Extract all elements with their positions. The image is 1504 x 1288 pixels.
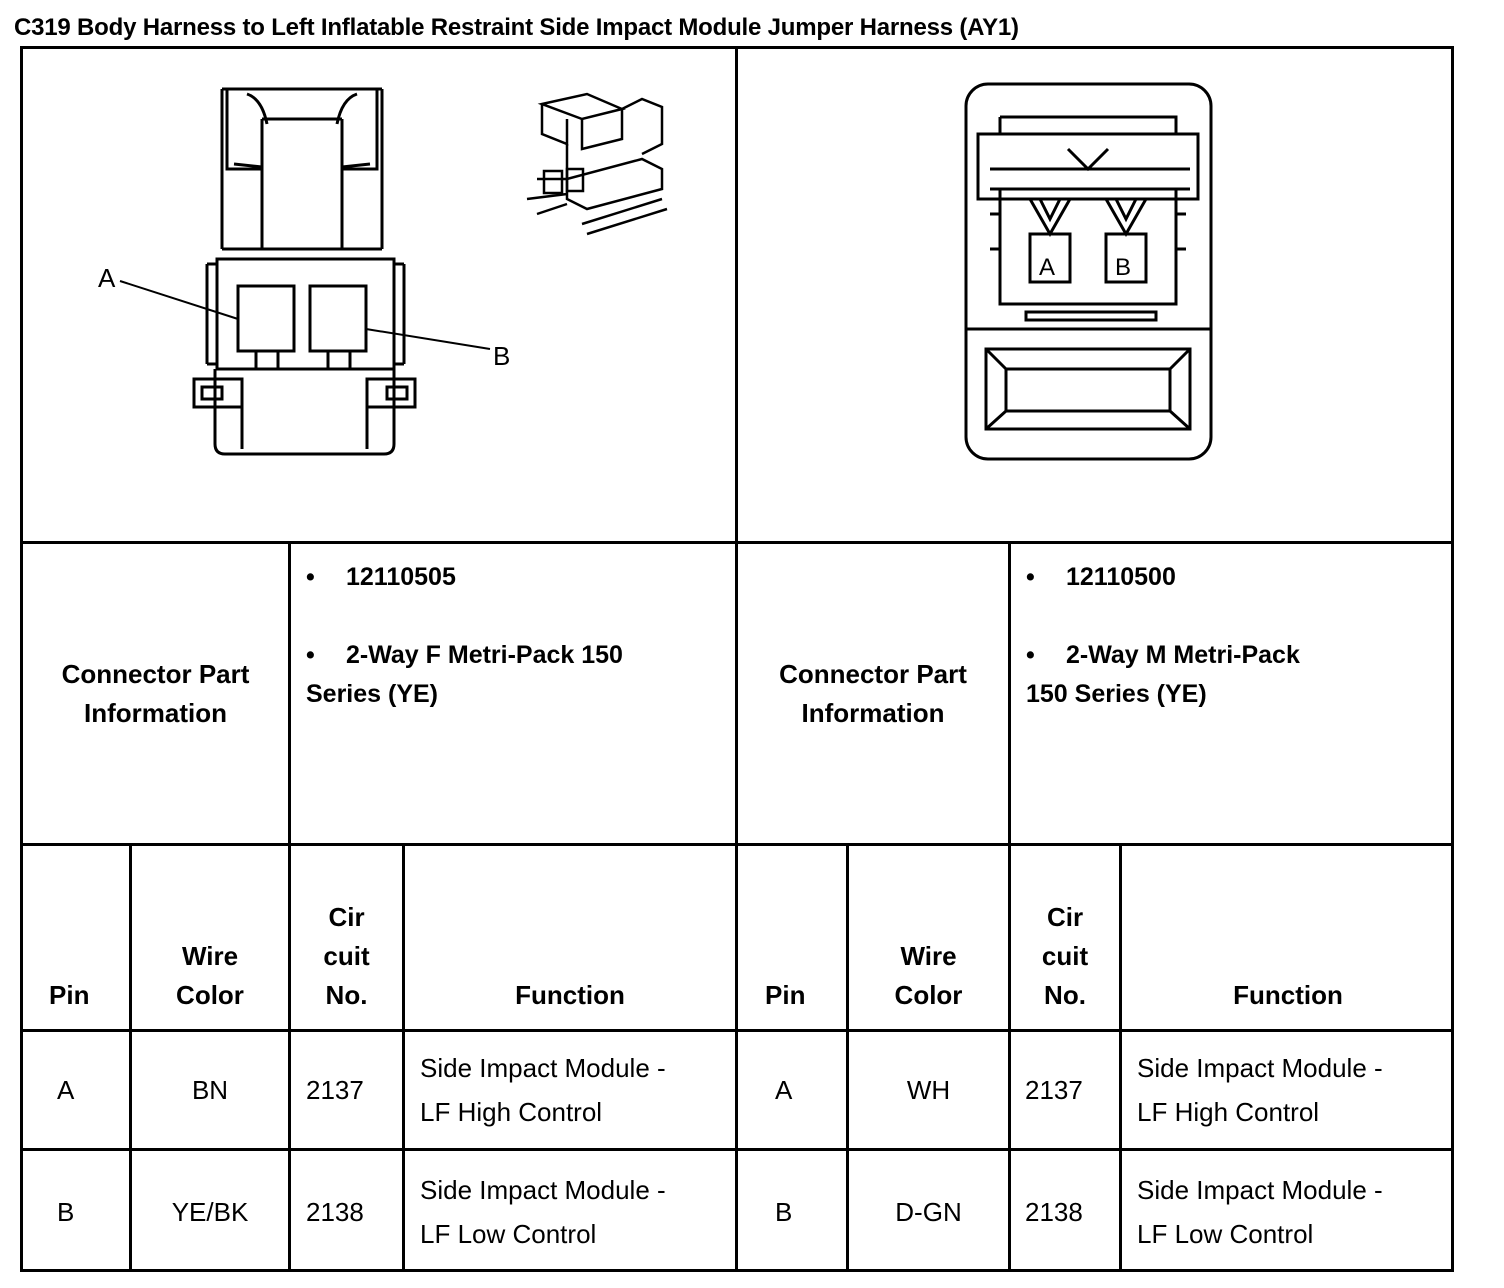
right-header-wire-color: Wire Color: [894, 941, 963, 1010]
right-header-function: Function: [1233, 980, 1343, 1010]
right-connector-description: •2-Way M Metri-Pack 150 Series (YE): [1026, 641, 1300, 708]
right-row-b-function: Side Impact Module -LF Low Control: [1137, 1174, 1383, 1249]
right-row-a-pin: A: [775, 1075, 793, 1105]
right-info-divider: [1008, 541, 1011, 1272]
info-row-divider: [20, 843, 1454, 846]
left-row-b-pin: B: [57, 1196, 75, 1227]
male-connector-face-drawing: A B: [964, 82, 1213, 461]
left-header-pin: Pin: [49, 980, 90, 1010]
left-header-wire-color: Wire Color: [176, 941, 244, 1010]
left-row-b-circuit: 2138: [306, 1196, 364, 1227]
row-a-divider: [20, 1148, 1454, 1151]
left-header-function: Function: [515, 980, 625, 1010]
page-title: C319 Body Harness to Left Inflatable Res…: [14, 14, 1019, 41]
right-row-a-color: WH: [906, 1075, 951, 1105]
right-row-a-function: Side Impact Module -LF High Control: [1137, 1053, 1383, 1127]
header-row-divider: [20, 1029, 1454, 1032]
right-part-number: •12110500: [1026, 563, 1176, 591]
right-row-b-circuit: 2138: [1025, 1196, 1083, 1227]
female-pin-a-callout: A: [98, 263, 116, 293]
right-header-pin: Pin: [765, 980, 806, 1010]
left-pin-divider: [129, 843, 132, 1272]
left-row-a-pin: A: [57, 1075, 75, 1105]
center-divider: [735, 46, 738, 1272]
right-circuit-divider: [1119, 843, 1122, 1272]
right-header-circuit: Cir cuit No.: [1041, 902, 1089, 1010]
drawing-row-divider: [20, 541, 1454, 544]
right-pin-divider: [846, 843, 849, 1272]
right-row-b-color: D-GN: [895, 1196, 962, 1227]
female-pin-b-callout: B: [493, 341, 510, 371]
left-row-a-color: BN: [191, 1075, 229, 1105]
left-part-number: •12110505: [306, 563, 456, 591]
left-info-divider: [288, 541, 291, 1272]
left-circuit-divider: [402, 843, 405, 1272]
right-row-a-circuit: 2137: [1025, 1075, 1083, 1105]
left-row-b-color: YE/BK: [171, 1196, 249, 1227]
left-row-a-circuit: 2137: [306, 1075, 364, 1105]
male-pin-a-label: A: [1039, 254, 1055, 281]
left-connector-description: •2-Way F Metri-Pack 150 Series (YE): [306, 641, 623, 708]
right-connector-info-label: Connector Part Information: [779, 658, 967, 728]
left-connector-info-label: Connector Part Information: [61, 658, 250, 728]
female-connector-face-drawing: A B: [98, 87, 668, 456]
left-row-a-function: Side Impact Module -LF High Control: [420, 1053, 666, 1127]
left-header-circuit: Cir cuit No.: [323, 902, 370, 1010]
left-row-b-function: Side Impact Module -LF Low Control: [420, 1174, 666, 1249]
male-pin-b-label: B: [1115, 254, 1131, 281]
right-row-b-pin: B: [775, 1196, 793, 1227]
